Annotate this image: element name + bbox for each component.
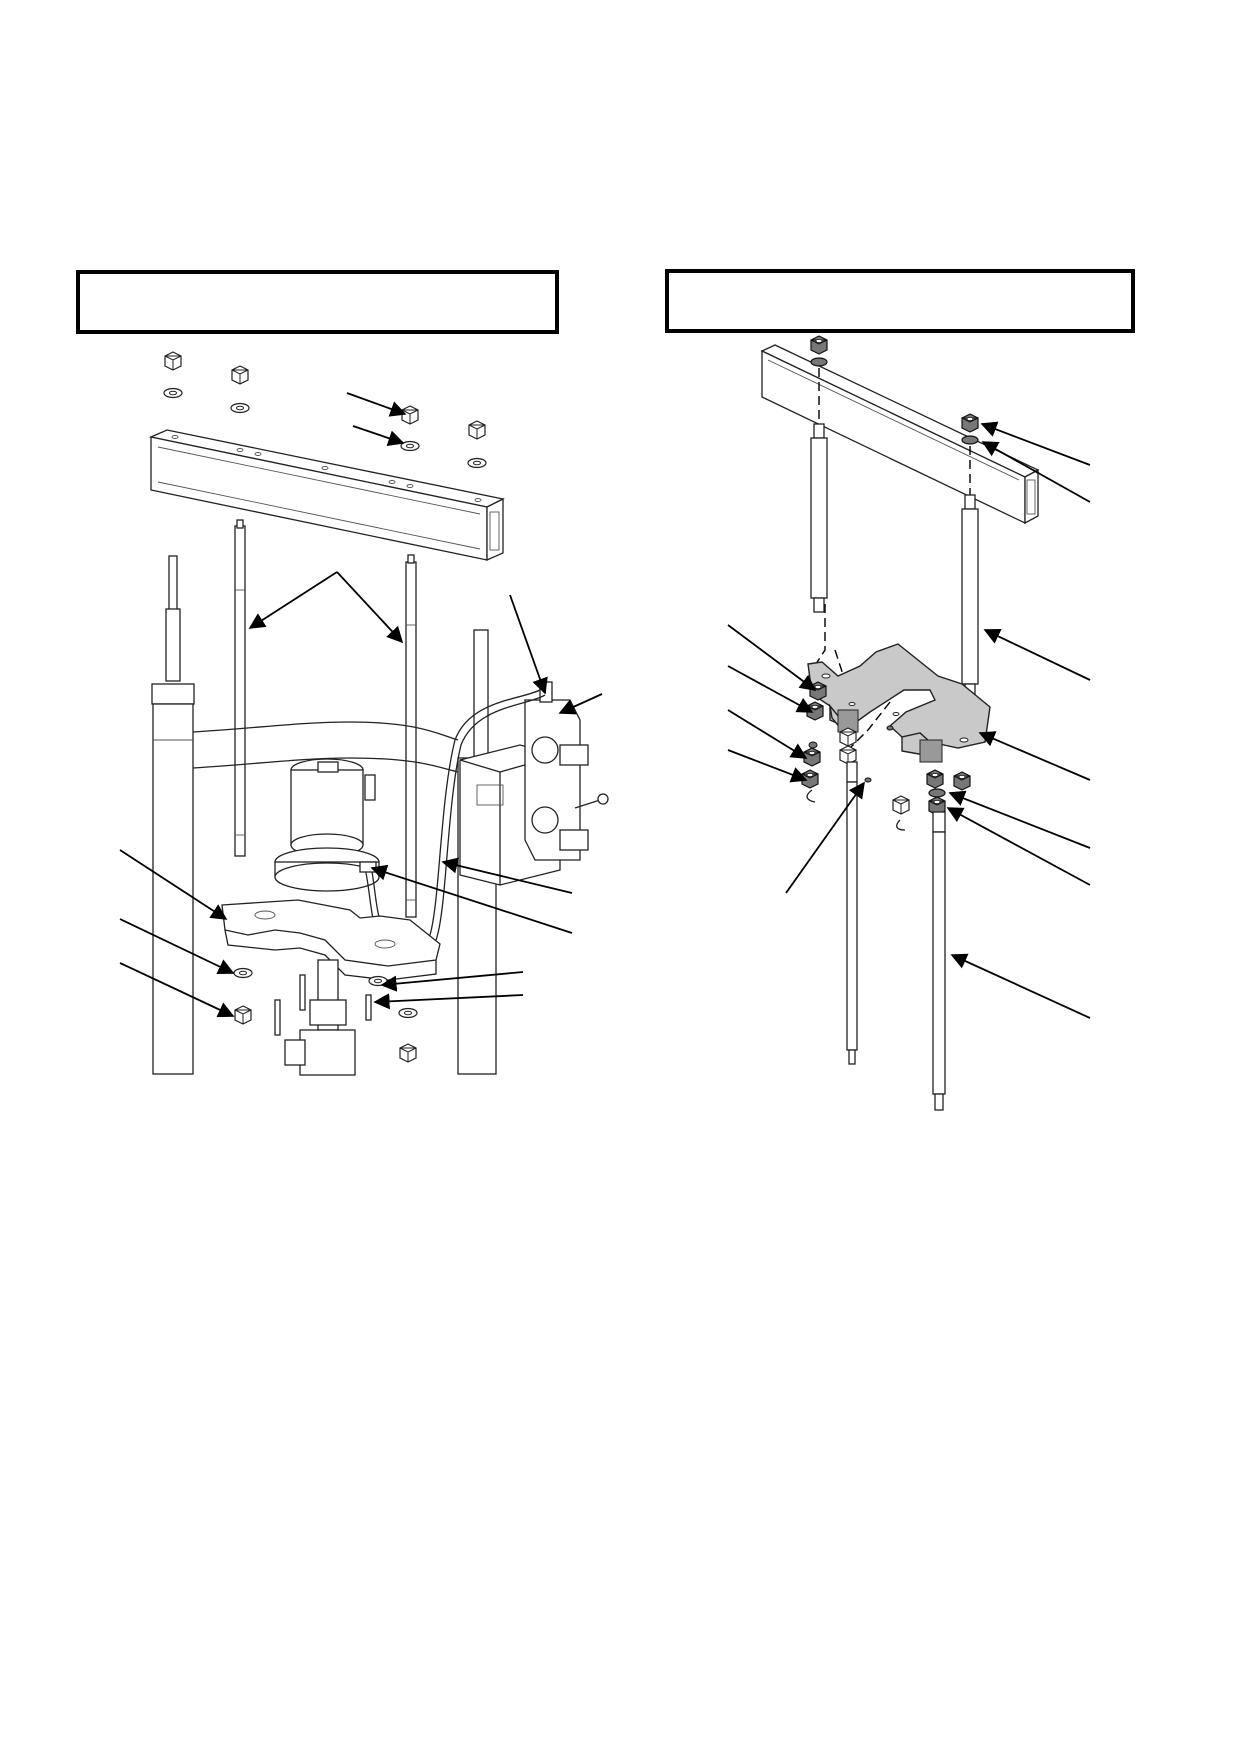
- hex-nut: [234, 1005, 252, 1025]
- hex-nut: [164, 351, 182, 371]
- cap-screw: [365, 994, 372, 1021]
- tie-rod-left: [234, 519, 246, 857]
- hex-nut: [803, 747, 821, 767]
- hex-nut: [399, 1043, 417, 1063]
- washer: [928, 788, 946, 798]
- lock-washer: [886, 725, 894, 731]
- left-panel-header-box: [76, 270, 559, 334]
- cotter-pin: [896, 819, 906, 831]
- cotter-pin: [806, 789, 816, 803]
- crossbar-beam-right: [760, 344, 1040, 525]
- hex-nut: [468, 420, 486, 440]
- right-panel-header-box: [665, 269, 1135, 333]
- washer: [961, 435, 979, 445]
- washer: [398, 1007, 418, 1019]
- valve-manifold: [459, 681, 609, 886]
- tie-rod-right: [405, 554, 417, 918]
- hex-nut: [401, 405, 419, 425]
- hex-nut: [231, 365, 249, 385]
- motor-assembly: [274, 758, 380, 892]
- hex-nut: [839, 745, 857, 765]
- right-assembly-drawing: [727, 335, 1091, 1111]
- elbow-fitting: [359, 861, 377, 873]
- hex-nut: [839, 727, 857, 747]
- washer: [467, 457, 487, 469]
- pump-lower: [284, 959, 356, 1076]
- pump-mounting-plate-right: [807, 643, 991, 763]
- lower-tie-rod-right: [932, 811, 946, 1111]
- left-column: [151, 555, 195, 1075]
- left-leader-lines: [119, 392, 603, 1018]
- washer: [810, 357, 828, 367]
- cap-screw: [274, 999, 281, 1036]
- lock-washer: [864, 777, 872, 783]
- hex-nut: [810, 335, 828, 355]
- hex-nut: [961, 413, 979, 433]
- hex-nut: [953, 771, 971, 791]
- hex-nut: [809, 681, 827, 701]
- cap-screw: [299, 974, 306, 1011]
- pump-mounting-plate: [221, 899, 441, 981]
- left-assembly-drawing: [119, 351, 609, 1076]
- washer: [400, 440, 420, 452]
- lock-washer: [808, 741, 818, 749]
- washer: [230, 402, 250, 414]
- upper-tie-rod-right: [961, 494, 979, 697]
- lower-tie-rod-left: [846, 761, 858, 1065]
- washer: [163, 387, 183, 399]
- washer: [233, 967, 253, 979]
- crossbar-beam: [148, 429, 505, 561]
- hex-nut: [892, 795, 910, 815]
- hex-nut: [926, 769, 944, 789]
- upper-tie-rod-left: [810, 423, 828, 613]
- right-leader-lines: [727, 421, 1091, 1019]
